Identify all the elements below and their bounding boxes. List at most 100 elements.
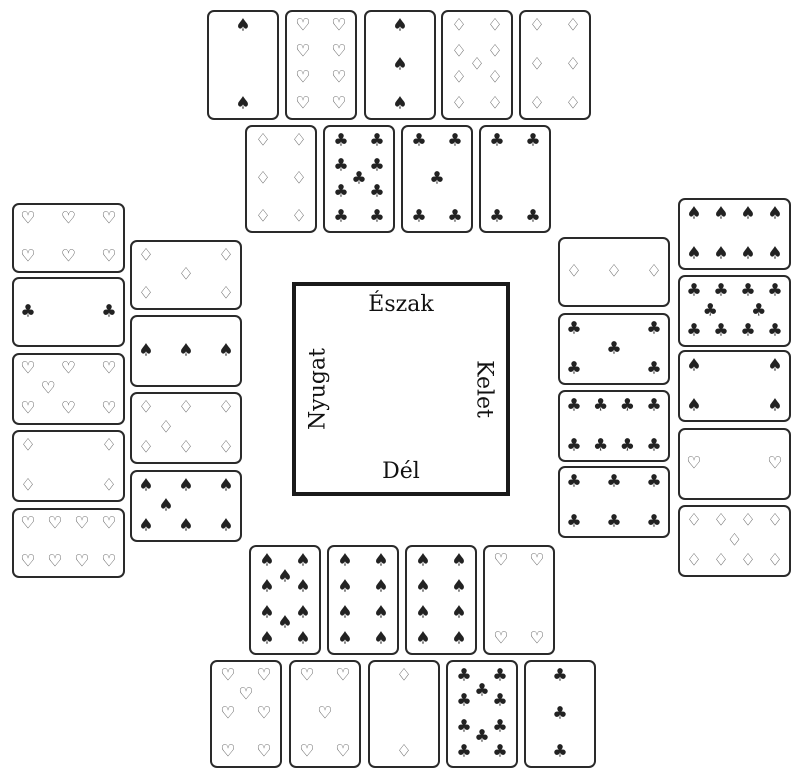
playing-card-east: ♣♣♣♣♣ — [558, 313, 670, 385]
club-icon: ♣ — [333, 209, 348, 226]
spade-icon: ♠ — [740, 206, 755, 223]
spade-icon: ♠ — [713, 246, 728, 263]
heart-icon: ♡ — [61, 249, 76, 266]
club-icon: ♣ — [566, 398, 581, 415]
label-south: Dél — [382, 459, 420, 484]
heart-icon: ♡ — [331, 43, 346, 60]
diamond-icon: ♢ — [469, 57, 484, 74]
playing-card-north: ♣♣♣♣♣♣♣♣♣ — [323, 125, 395, 233]
playing-card-east: ♢♢♢ — [558, 237, 670, 307]
diamond-icon: ♢ — [713, 553, 728, 570]
club-icon: ♣ — [492, 718, 507, 735]
heart-icon: ♡ — [101, 249, 116, 266]
spade-icon: ♠ — [767, 358, 782, 375]
spade-icon: ♠ — [451, 553, 466, 570]
club-icon: ♣ — [333, 133, 348, 150]
spade-icon: ♠ — [451, 578, 466, 595]
diamond-icon: ♢ — [396, 668, 411, 685]
playing-card-north: ♣♣♣♣♣ — [401, 125, 473, 233]
diamond-icon: ♢ — [529, 18, 544, 35]
spade-icon: ♠ — [295, 553, 310, 570]
club-icon: ♣ — [552, 706, 567, 723]
club-icon: ♣ — [686, 283, 701, 300]
playing-card-west: ♢♢♢♢♢♢♢ — [130, 392, 242, 464]
diamond-icon: ♢ — [606, 264, 621, 281]
spade-icon: ♠ — [686, 206, 701, 223]
heart-icon: ♡ — [47, 516, 62, 533]
club-icon: ♣ — [713, 323, 728, 340]
heart-icon: ♡ — [331, 18, 346, 35]
playing-card-north: ♢♢♢♢♢♢ — [519, 10, 591, 120]
diamond-icon: ♢ — [20, 478, 35, 495]
playing-card-west: ♢♢♢♢♢ — [130, 240, 242, 310]
diamond-icon: ♢ — [529, 96, 544, 113]
heart-icon: ♡ — [238, 687, 253, 704]
diamond-icon: ♢ — [767, 513, 782, 530]
playing-card-east: ♣♣♣♣♣♣♣♣ — [558, 390, 670, 462]
spade-icon: ♠ — [686, 246, 701, 263]
club-icon: ♣ — [566, 321, 581, 338]
spade-icon: ♠ — [295, 605, 310, 622]
spade-icon: ♠ — [713, 206, 728, 223]
diamond-icon: ♢ — [487, 70, 502, 87]
heart-icon: ♡ — [20, 211, 35, 228]
heart-icon: ♡ — [256, 668, 271, 685]
heart-icon: ♡ — [529, 631, 544, 648]
diamond-icon: ♢ — [291, 171, 306, 188]
heart-icon: ♡ — [295, 70, 310, 87]
spade-icon: ♠ — [138, 478, 153, 495]
club-icon: ♣ — [492, 744, 507, 761]
heart-icon: ♡ — [529, 553, 544, 570]
heart-icon: ♡ — [299, 668, 314, 685]
heart-icon: ♡ — [74, 516, 89, 533]
heart-icon: ♡ — [335, 668, 350, 685]
heart-icon: ♡ — [74, 554, 89, 571]
diamond-icon: ♢ — [255, 171, 270, 188]
diamond-icon: ♢ — [178, 267, 193, 284]
playing-card-north: ♣♣♣♣ — [479, 125, 551, 233]
spade-icon: ♠ — [415, 605, 430, 622]
club-icon: ♣ — [489, 209, 504, 226]
club-icon: ♣ — [525, 133, 540, 150]
club-icon: ♣ — [620, 398, 635, 415]
spade-icon: ♠ — [235, 96, 250, 113]
club-icon: ♣ — [474, 728, 489, 745]
club-icon: ♣ — [411, 209, 426, 226]
playing-card-north: ♠♠♠ — [364, 10, 436, 120]
diamond-icon: ♢ — [101, 438, 116, 455]
spade-icon: ♠ — [337, 605, 352, 622]
heart-icon: ♡ — [101, 516, 116, 533]
playing-card-west: ♢♢♢♢ — [12, 430, 125, 502]
club-icon: ♣ — [593, 398, 608, 415]
diamond-icon: ♢ — [451, 43, 466, 60]
playing-card-east: ♠♠♠♠ — [678, 350, 791, 422]
spade-icon: ♠ — [259, 578, 274, 595]
diamond-icon: ♢ — [178, 440, 193, 457]
playing-card-north: ♠♠ — [207, 10, 279, 120]
spade-icon: ♠ — [218, 343, 233, 360]
playing-card-east: ♡♡ — [678, 428, 791, 500]
spade-icon: ♠ — [158, 498, 173, 515]
spade-icon: ♠ — [392, 57, 407, 74]
spade-icon: ♠ — [686, 358, 701, 375]
club-icon: ♣ — [429, 171, 444, 188]
club-icon: ♣ — [566, 514, 581, 531]
heart-icon: ♡ — [101, 361, 116, 378]
heart-icon: ♡ — [61, 401, 76, 418]
playing-card-south: ♠♠♠♠♠♠♠♠♠♠ — [249, 545, 321, 655]
club-icon: ♣ — [333, 183, 348, 200]
heart-icon: ♡ — [331, 70, 346, 87]
spade-icon: ♠ — [337, 553, 352, 570]
heart-icon: ♡ — [295, 18, 310, 35]
club-icon: ♣ — [456, 668, 471, 685]
club-icon: ♣ — [740, 283, 755, 300]
heart-icon: ♡ — [61, 211, 76, 228]
diamond-icon: ♢ — [529, 57, 544, 74]
club-icon: ♣ — [489, 133, 504, 150]
heart-icon: ♡ — [101, 211, 116, 228]
label-north: Észak — [368, 292, 433, 317]
club-icon: ♣ — [566, 438, 581, 455]
diamond-icon: ♢ — [727, 533, 742, 550]
playing-card-west: ♣♣ — [12, 277, 125, 347]
